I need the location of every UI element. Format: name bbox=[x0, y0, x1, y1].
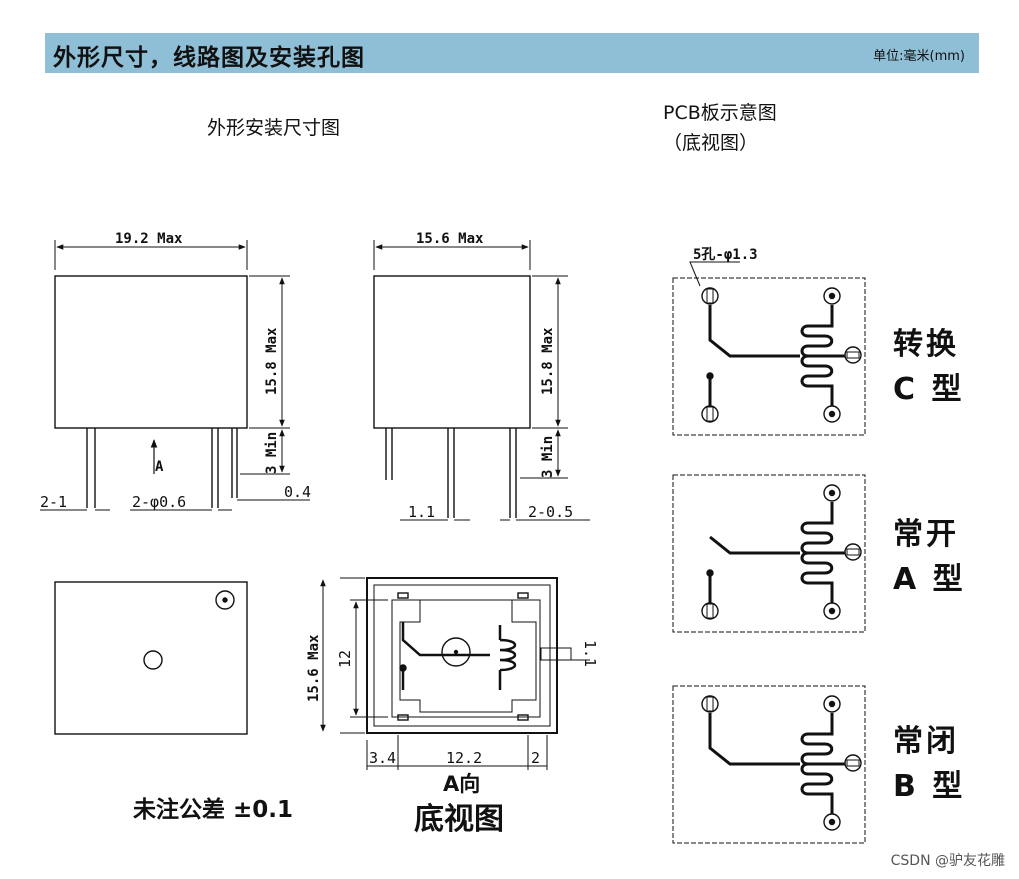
pcb-c-type bbox=[672, 261, 866, 436]
pcb-section-title: PCB板示意图 bbox=[663, 102, 777, 124]
pcb-b-type-line1: 常闭 bbox=[893, 724, 959, 759]
tolerance-note: 未注公差 ±0.1 bbox=[133, 797, 294, 823]
dim-side-height: 15.8 Max bbox=[540, 327, 556, 395]
pcb-a-type-line2: A 型 bbox=[893, 562, 966, 597]
pcb-c-type-line2: C 型 bbox=[893, 372, 965, 407]
dim-side-pin: 2-0.5 bbox=[528, 503, 573, 521]
top-view bbox=[54, 581, 248, 735]
dim-pin-thickness: 0.4 bbox=[284, 483, 311, 501]
dim-side-pitch: 1.1 bbox=[408, 503, 435, 521]
dim-holes: 5孔-φ1.3 bbox=[693, 247, 758, 263]
bottom-view-label: 底视图 bbox=[414, 802, 504, 837]
dim-front-width: 19.2 Max bbox=[115, 231, 183, 247]
dim-inner-height: 12 bbox=[336, 650, 354, 668]
outline-section-title: 外形安装尺寸图 bbox=[207, 117, 341, 139]
pcb-section-subtitle: （底视图） bbox=[663, 132, 759, 154]
dim-front-pin-min: 3 Min bbox=[264, 432, 280, 474]
side-view bbox=[373, 240, 590, 521]
dim-pin-diameter: 2-φ0.6 bbox=[132, 493, 186, 511]
pcb-b-type bbox=[672, 685, 866, 844]
view-arrow-label: A bbox=[155, 459, 164, 475]
dim-side-width: 15.6 Max bbox=[416, 231, 484, 247]
pcb-a-type bbox=[672, 474, 866, 633]
a-view-label: A向 bbox=[443, 772, 481, 796]
dim-bottom-height: 15.6 Max bbox=[306, 634, 322, 702]
dim-side-pin-min: 3 Min bbox=[540, 436, 556, 478]
unit-label: 单位:毫米(mm) bbox=[873, 49, 965, 64]
header-banner: 外形尺寸，线路图及安装孔图 单位:毫米(mm) bbox=[45, 33, 979, 73]
pcb-c-type-line1: 转换 bbox=[893, 327, 959, 362]
credit-watermark: CSDN @驴友花雕 bbox=[890, 853, 1005, 869]
pcb-b-type-line2: B 型 bbox=[893, 769, 966, 804]
dim-front-height: 15.8 Max bbox=[264, 327, 280, 395]
dim-bottom-left: 3.4 bbox=[369, 749, 396, 767]
dim-pitch-left: 2-1 bbox=[40, 493, 67, 511]
dim-tab-width: 1.1 bbox=[581, 640, 599, 667]
dim-bottom-right: 2 bbox=[531, 749, 540, 767]
bottom-view bbox=[320, 577, 590, 770]
dim-bottom-mid: 12.2 bbox=[446, 749, 482, 767]
pcb-a-type-line1: 常开 bbox=[893, 517, 959, 552]
front-view bbox=[40, 240, 310, 511]
page-title: 外形尺寸，线路图及安装孔图 bbox=[53, 45, 365, 71]
